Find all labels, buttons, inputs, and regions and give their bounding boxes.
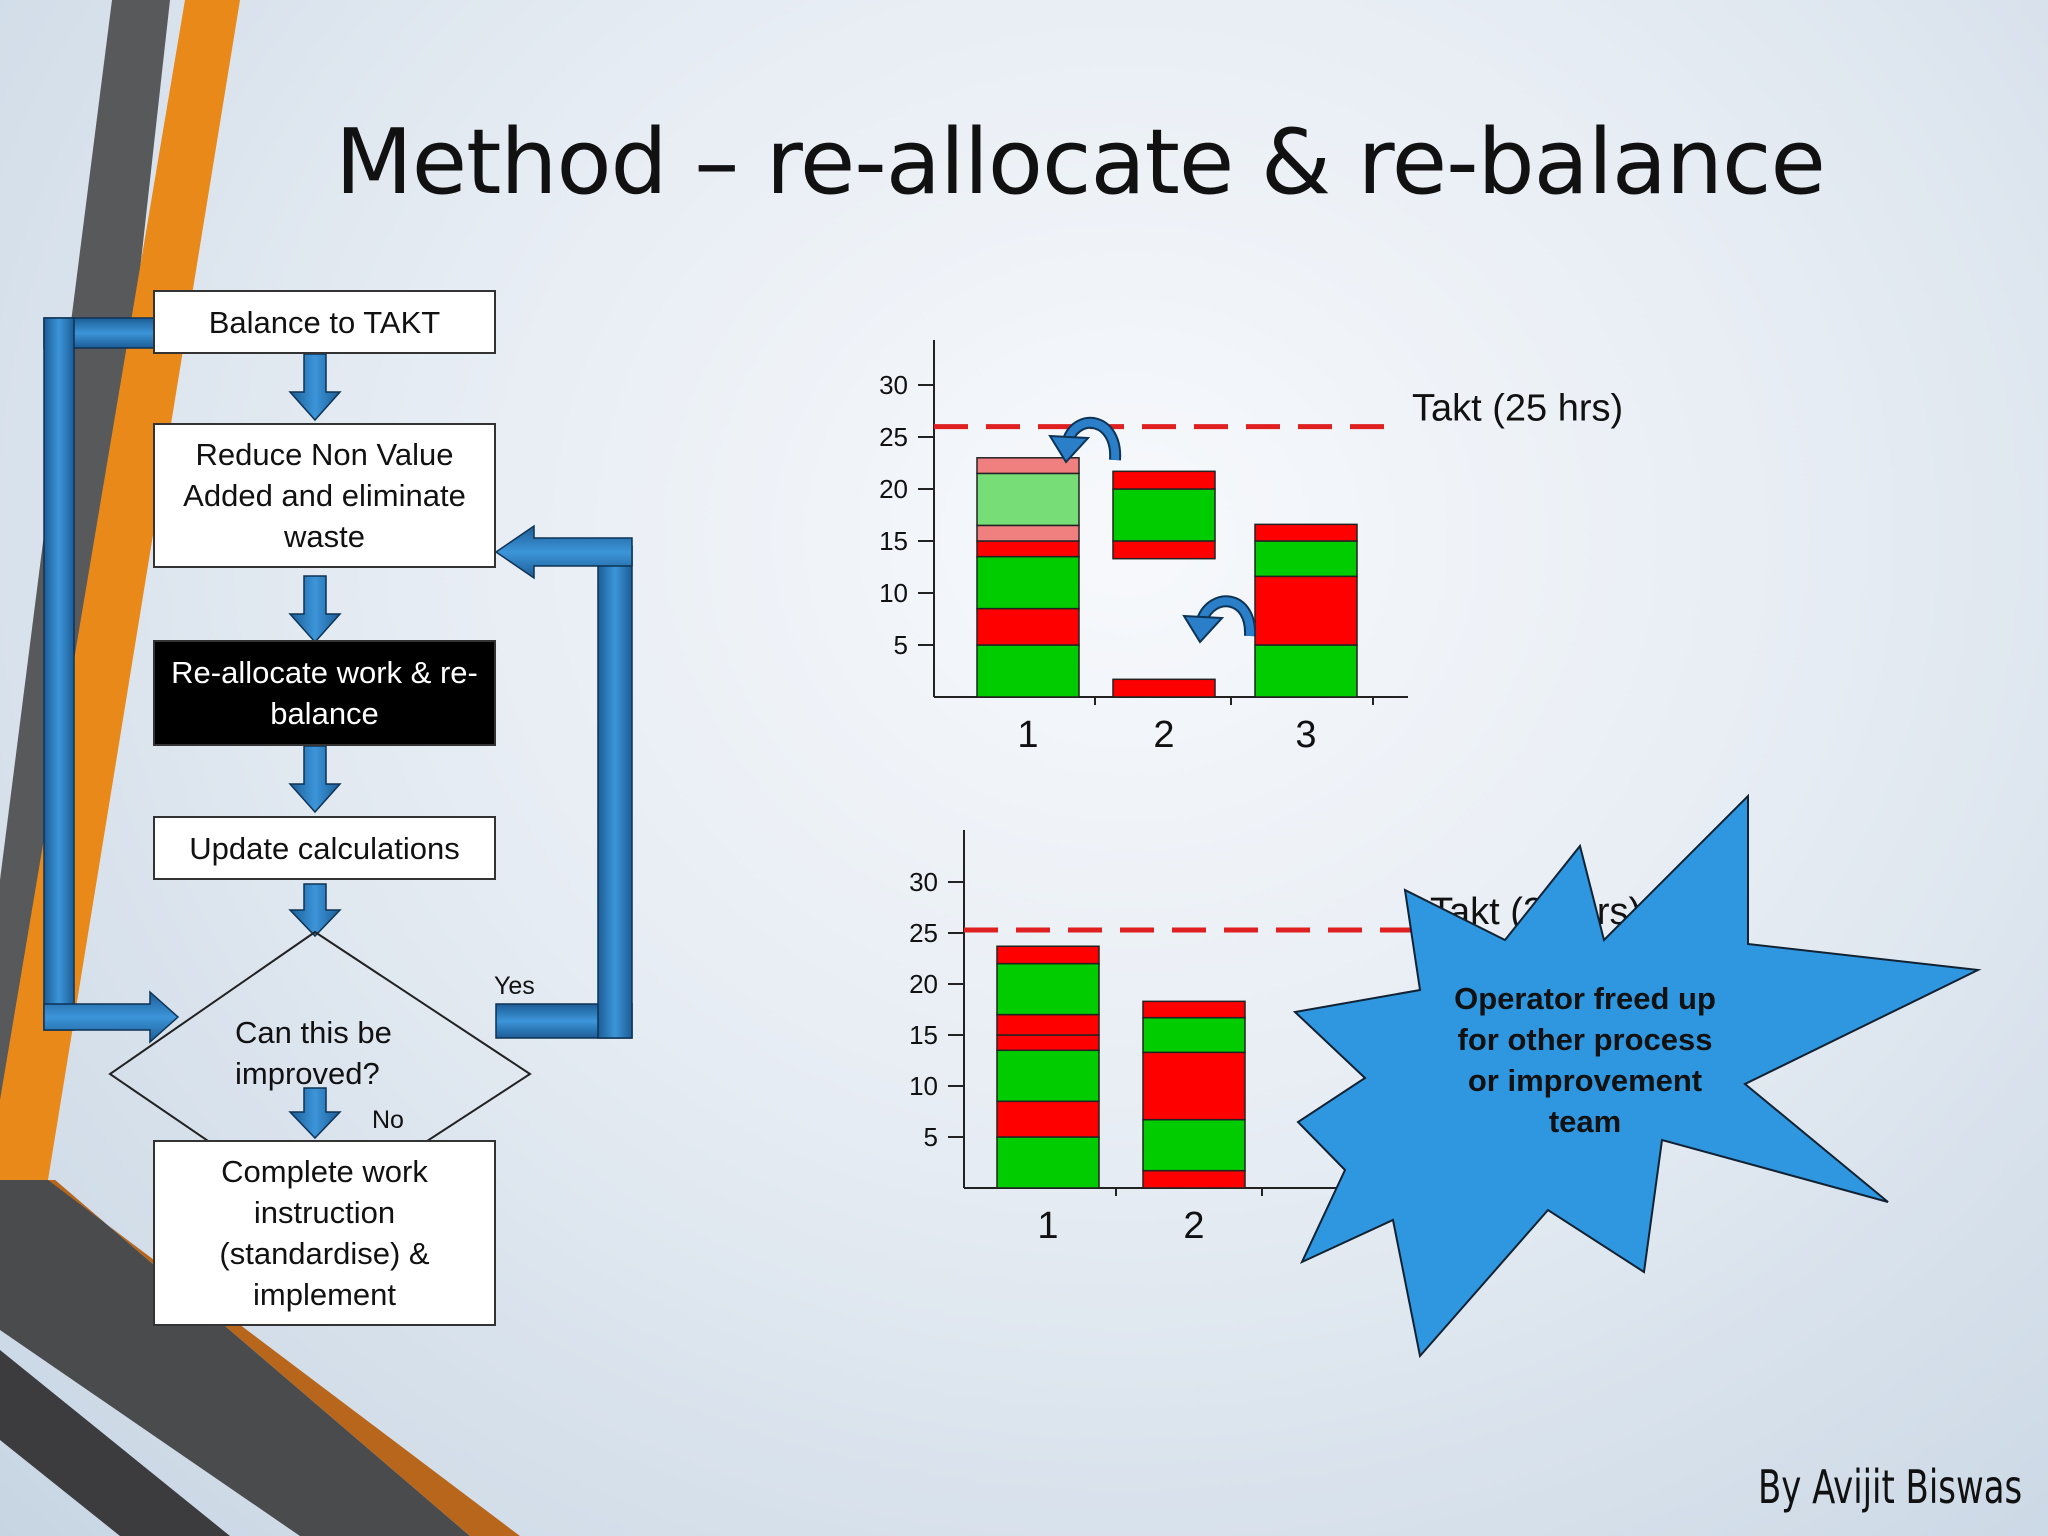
x-tick-label: 2 (1153, 714, 1174, 756)
y-tick-label: 15 (909, 1020, 938, 1050)
step-label: Complete work instruction (standardise) … (219, 1154, 430, 1312)
down-arrow-4 (288, 883, 342, 938)
bar-segment (1142, 1051, 1246, 1121)
y-tick-label: 10 (909, 1071, 938, 1101)
callout-text: Operator freed up for other process or i… (1454, 981, 1716, 1139)
yes-loop-arrow (494, 524, 633, 1039)
step-label: Reduce Non Value Added and eliminate was… (183, 437, 466, 554)
step-label: Balance to TAKT (208, 304, 441, 340)
bar-segment (976, 472, 1080, 527)
x-tick-label: 1 (1037, 1205, 1058, 1247)
y-tick-label: 10 (879, 578, 908, 608)
x-tick-label: 3 (1295, 714, 1316, 756)
grey-band-bottom (0, 1180, 470, 1536)
move-arrow-head (1182, 614, 1225, 644)
y-tick-label: 5 (894, 630, 908, 660)
bar-segment (1112, 470, 1216, 490)
step-reduce-waste: Reduce Non Value Added and eliminate was… (153, 423, 496, 568)
move-arrow (1064, 419, 1120, 461)
y-tick-label: 20 (879, 474, 908, 504)
bar-segment (996, 1049, 1100, 1103)
bar-segment (1142, 1118, 1246, 1172)
no-label: No (372, 1106, 404, 1134)
move-arrow-head (1048, 434, 1091, 464)
grey-band-low (0, 1350, 230, 1536)
y-tick-label: 5 (924, 1122, 938, 1152)
orange-band-bottom (0, 1180, 520, 1536)
y-tick-label: 25 (879, 422, 908, 452)
yes-label: Yes (494, 972, 535, 1000)
slide-title: Method – re-allocate & re-balance (335, 110, 1826, 215)
y-tick-label: 30 (909, 867, 938, 897)
bar-segment (1254, 644, 1358, 698)
y-tick-label: 20 (909, 969, 938, 999)
down-arrow-no (288, 1087, 342, 1140)
bar-segment (976, 457, 1080, 475)
down-arrow-3 (288, 745, 342, 814)
bar-segment (976, 555, 1080, 610)
step-reallocate: Re-allocate work & re-balance (153, 640, 496, 746)
x-tick-label: 2 (1183, 1205, 1204, 1247)
left-loop-arrow (43, 317, 180, 1044)
bar-segment (1254, 523, 1358, 542)
down-arrow-2 (288, 575, 342, 644)
decision-label: Can this be improved? (235, 1015, 392, 1091)
step-complete-work-instruction: Complete work instruction (standardise) … (153, 1140, 496, 1326)
step-update-calculations: Update calculations (153, 816, 496, 880)
bar-segment (996, 962, 1100, 1016)
down-arrow-1 (288, 353, 342, 422)
bar-segment (1112, 678, 1216, 698)
bar-segment (1142, 1016, 1246, 1054)
burst-shape (1292, 793, 1982, 1359)
bar-segment (976, 644, 1080, 698)
move-arrow (1198, 597, 1255, 637)
step-balance-to-takt: Balance to TAKT (153, 290, 496, 354)
x-tick-label: 1 (1017, 714, 1038, 756)
y-tick-label: 30 (879, 370, 908, 400)
bar-segment (1142, 1000, 1246, 1019)
takt-label: Takt (25 hrs) (1412, 388, 1623, 430)
bar-segment (976, 607, 1080, 646)
step-label: Update calculations (189, 830, 460, 866)
bar-segment (996, 945, 1100, 965)
step-label: Re-allocate work & re-balance (171, 655, 478, 731)
bar-segment (1254, 575, 1358, 646)
bar-segment (1112, 488, 1216, 542)
y-tick-label: 15 (879, 526, 908, 556)
y-tick-label: 25 (909, 918, 938, 948)
author-credit: By Avijit Biswas (1757, 1460, 2022, 1514)
